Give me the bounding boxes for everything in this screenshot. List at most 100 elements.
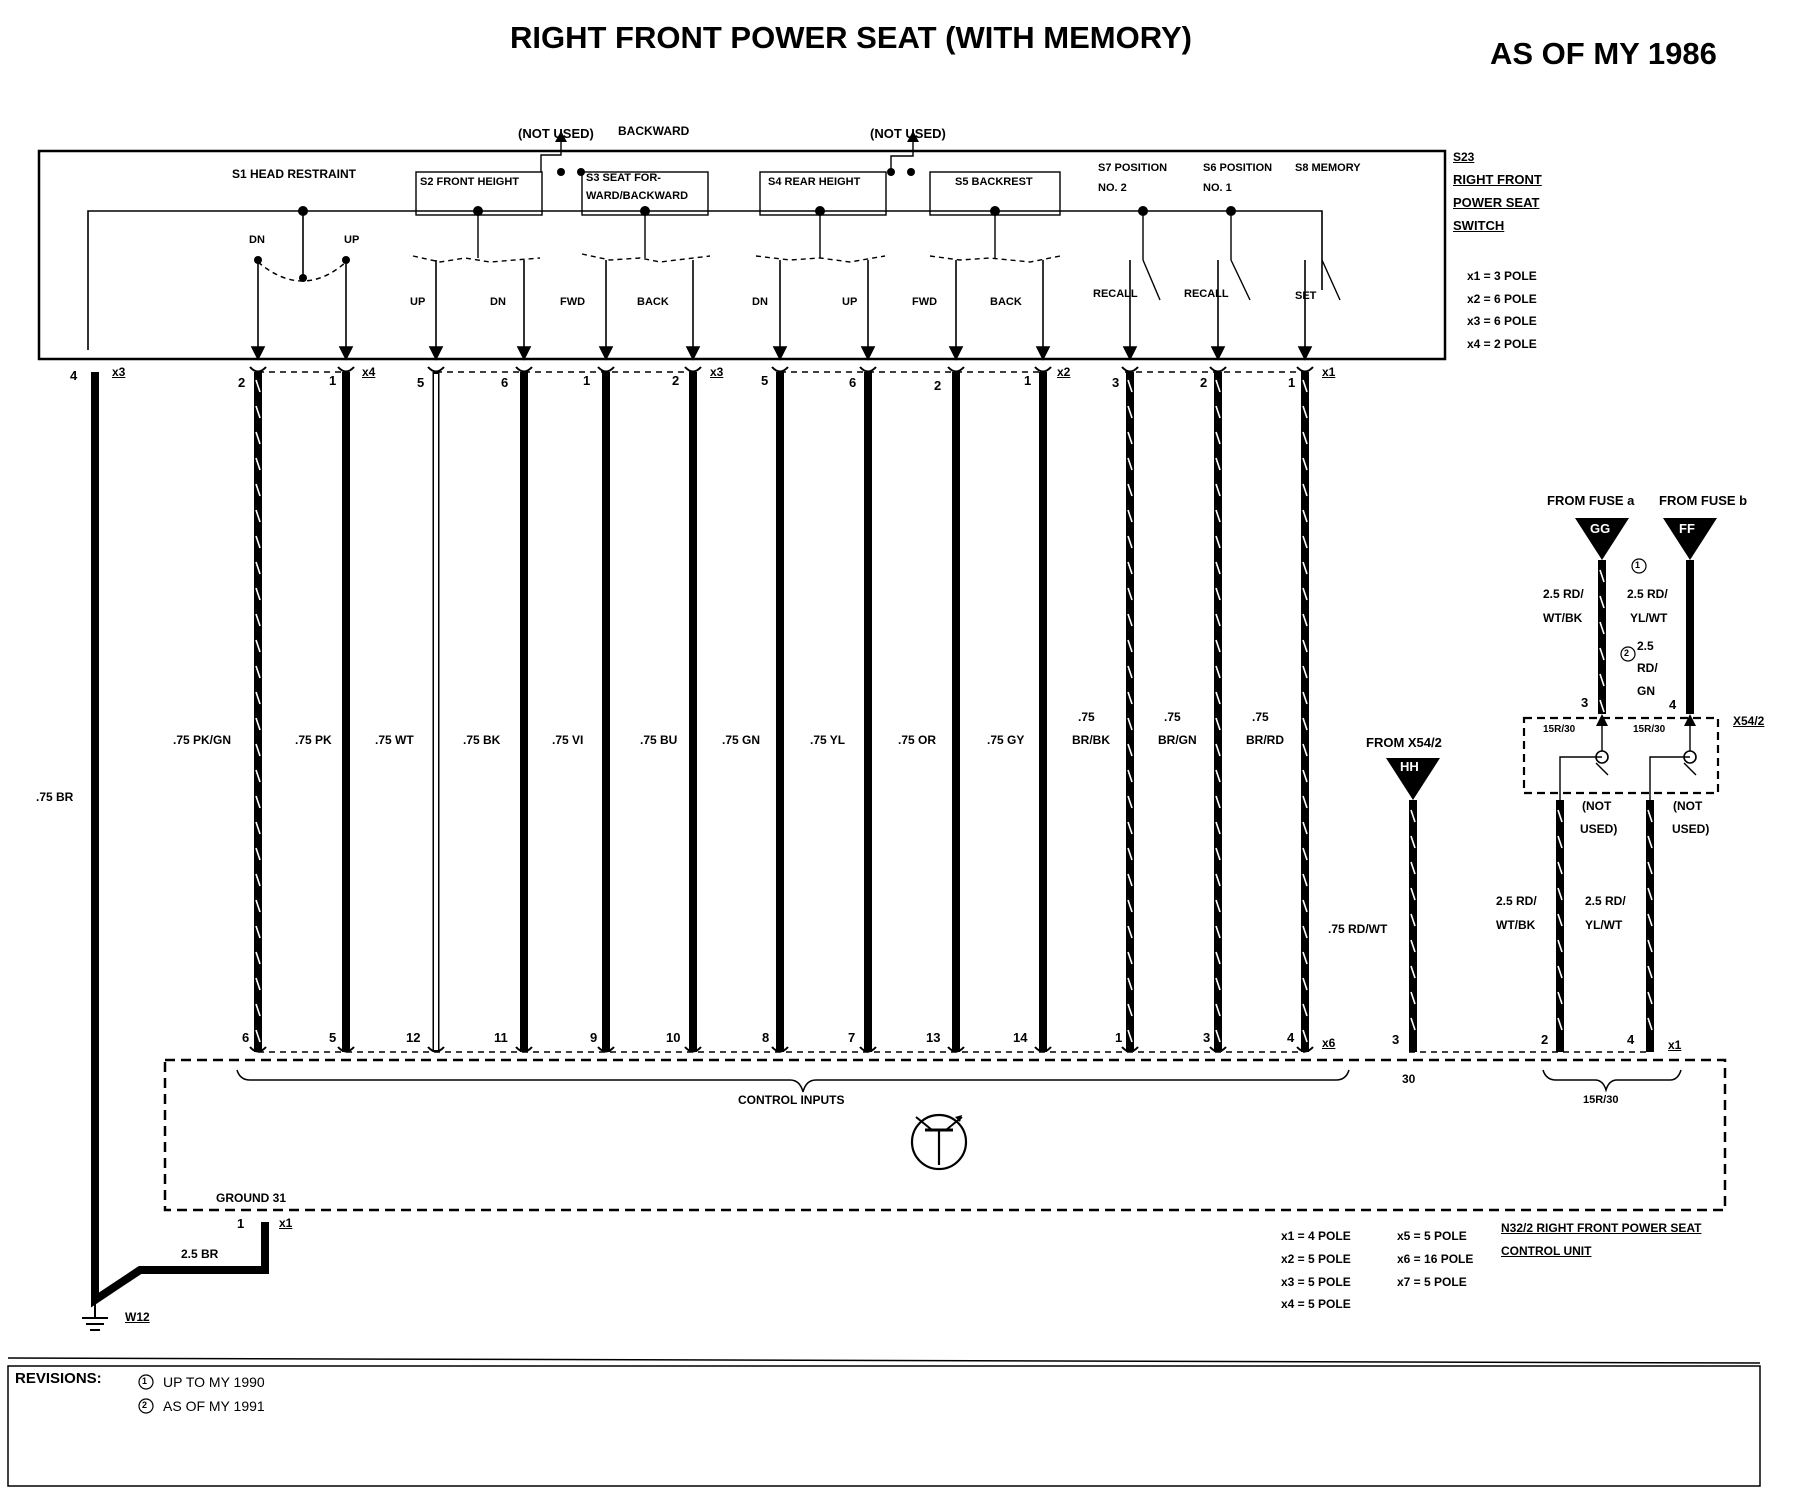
wire-stripe <box>1215 379 1221 393</box>
wire-stripe <box>1647 939 1653 953</box>
pin-number: 2 <box>238 375 246 390</box>
wire-stripe <box>1302 587 1308 601</box>
s1-label: S1 HEAD RESTRAINT <box>232 167 357 181</box>
wire-stripe <box>1127 535 1133 549</box>
wire-stripe <box>255 1029 261 1043</box>
wire-stripe <box>1557 809 1563 823</box>
wire-stripe <box>255 639 261 653</box>
not-used-label: (NOT <box>1582 799 1612 813</box>
wire-stripe <box>1215 639 1221 653</box>
lead-arrow <box>1210 346 1226 361</box>
wire-stripe <box>1127 561 1133 575</box>
wire-stripe <box>1302 847 1308 861</box>
s2-label: S2 FRONT HEIGHT <box>420 176 520 188</box>
wire-label: BR/RD <box>1246 733 1284 747</box>
lead-arrow <box>338 346 354 361</box>
switch-name-line: RIGHT FRONT <box>1453 172 1542 187</box>
wire-stripe <box>1599 699 1605 713</box>
wire-label: 2.5 <box>1637 639 1654 653</box>
wire-stripe <box>1215 821 1221 835</box>
connector-cap <box>249 1046 267 1053</box>
revision-mark: 1 <box>1635 560 1641 570</box>
contact-label: SET <box>1295 290 1317 302</box>
pole-spec: x3 = 5 POLE <box>1281 1275 1351 1289</box>
wire-stripe <box>1215 847 1221 861</box>
not-used-label: (NOT USED) <box>870 126 946 141</box>
wire-stripe <box>255 561 261 575</box>
switch-name-line: POWER SEAT <box>1453 195 1540 210</box>
wire-stripe <box>1302 795 1308 809</box>
pin-number: 4 <box>1627 1032 1635 1047</box>
pin-number: 1 <box>583 373 591 388</box>
wire-stripe <box>1647 887 1653 901</box>
terminal-label: 15R/30 <box>1633 724 1666 735</box>
wire-stripe <box>1215 1029 1221 1043</box>
wire-stripe <box>1215 535 1221 549</box>
wire-stripe <box>1127 483 1133 497</box>
wire-stripe <box>1302 457 1308 471</box>
wire-stripe <box>1127 743 1133 757</box>
connector-cap <box>1034 366 1052 373</box>
wire-stripe <box>1557 913 1563 927</box>
wire-stripe <box>1557 1017 1563 1031</box>
pin-number: 3 <box>1392 1032 1400 1047</box>
wire-stripe <box>1302 691 1308 705</box>
pin-number: 4 <box>70 368 78 383</box>
connector-cap <box>684 366 702 373</box>
wire-stripe <box>1302 1029 1308 1043</box>
contact-label: FWD <box>560 296 586 308</box>
wire-stripe <box>1215 873 1221 887</box>
wire-label: .75 BK <box>463 733 501 747</box>
wire-stripe <box>255 509 261 523</box>
wire-stripe <box>1410 991 1416 1005</box>
pole-spec: x1 = 4 POLE <box>1281 1229 1351 1243</box>
wire-stripe <box>1647 835 1653 849</box>
pin-number: 11 <box>494 1030 508 1045</box>
wire-stripe <box>1410 809 1416 823</box>
pin-number: 3 <box>1581 695 1589 710</box>
pin-number: 2 <box>934 378 942 393</box>
wire-stripe <box>1215 483 1221 497</box>
from-x54-label: FROM X54/2 <box>1366 735 1442 750</box>
s3-label: WARD/BACKWARD <box>586 190 689 202</box>
pin-number: 4 <box>1669 697 1677 712</box>
wire-stripe <box>1599 569 1605 583</box>
connector-label: x1 <box>279 1216 293 1230</box>
connector-cap <box>1296 1046 1314 1053</box>
wire-stripe <box>255 821 261 835</box>
control-unit-outline <box>163 1058 1727 1212</box>
wire-label: .75 BR <box>36 790 74 804</box>
wire-stripe <box>255 1003 261 1017</box>
wire-stripe <box>1410 887 1416 901</box>
pin-number: 2 <box>1541 1032 1549 1047</box>
wire-label: WT/BK <box>1543 611 1583 625</box>
x54-2-outline <box>1522 716 1720 795</box>
connector-cap <box>1034 1046 1052 1053</box>
s4-label: S4 REAR HEIGHT <box>768 176 861 188</box>
wire-label: .75 BU <box>640 733 678 747</box>
wire-stripe <box>1647 913 1653 927</box>
pin-number: 1 <box>1024 373 1032 388</box>
wire-label: YL/WT <box>1630 611 1668 625</box>
wire-stripe <box>1127 431 1133 445</box>
wire-label: .75 OR <box>898 733 937 747</box>
pin-number: 2 <box>1200 375 1208 390</box>
wire-stripe <box>1127 379 1133 393</box>
wire-stripe <box>1215 795 1221 809</box>
connector-cap <box>771 1046 789 1053</box>
wire-stripe <box>1127 1029 1133 1043</box>
switch-outline <box>37 149 1447 361</box>
wire-stripe <box>1599 621 1605 635</box>
wire-stripe <box>255 483 261 497</box>
revision-mark: 2 <box>142 1400 148 1410</box>
wire-stripe <box>1215 665 1221 679</box>
gg-connector-label: GG <box>1590 521 1611 536</box>
wire-stripe <box>1557 887 1563 901</box>
wire-stripe <box>255 847 261 861</box>
lead-arrow <box>598 346 614 361</box>
connector-cap <box>597 1046 615 1053</box>
wire-stripe <box>1302 405 1308 419</box>
pin-number: 6 <box>242 1030 250 1045</box>
connector-cap <box>1296 366 1314 373</box>
